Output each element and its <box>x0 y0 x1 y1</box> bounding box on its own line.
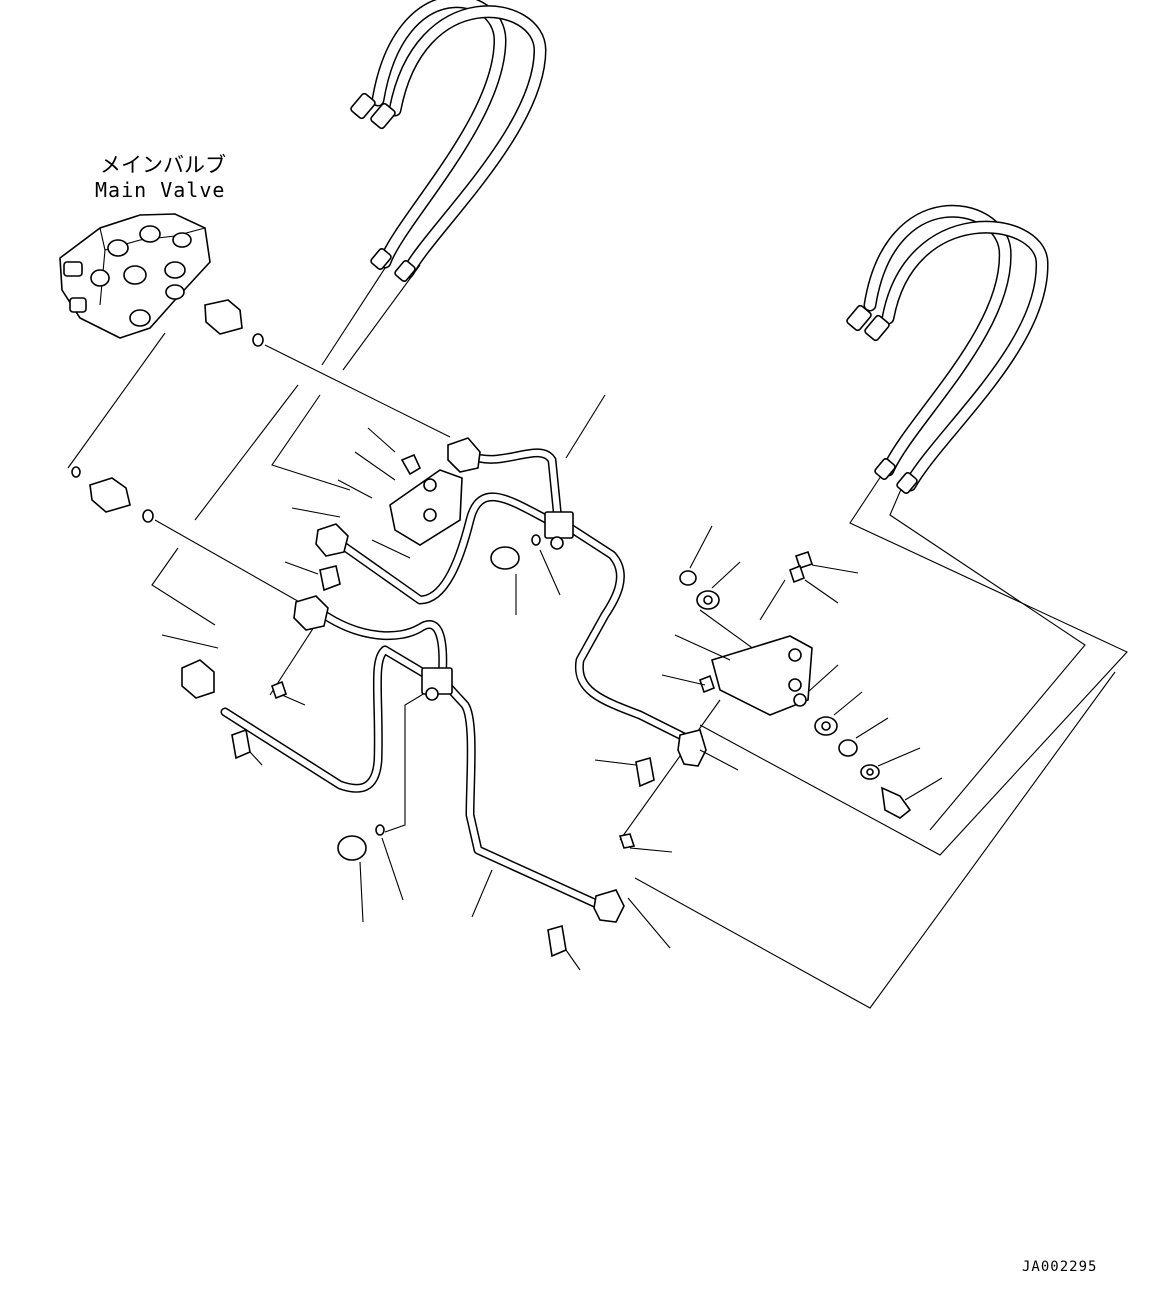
hose-group-right <box>846 204 1049 494</box>
clamps <box>231 564 805 958</box>
connection-lines <box>67 244 1128 1009</box>
right-bracket-assembly <box>679 550 912 819</box>
lower-adapter <box>71 466 154 523</box>
callout-leaders <box>161 394 943 971</box>
hose-group-upper <box>350 0 547 282</box>
lower-tube-assembly <box>181 595 625 923</box>
main-valve-label-jp: メインバルブ <box>100 153 226 177</box>
main-valve <box>59 213 211 339</box>
upper-tube-assembly <box>315 437 707 767</box>
plug-upper <box>490 534 541 570</box>
plug-lower <box>337 824 385 861</box>
main-valve-label-en: Main Valve <box>95 178 225 202</box>
upper-adapter <box>204 299 264 347</box>
drawing-code: JA002295 <box>1022 1259 1097 1275</box>
